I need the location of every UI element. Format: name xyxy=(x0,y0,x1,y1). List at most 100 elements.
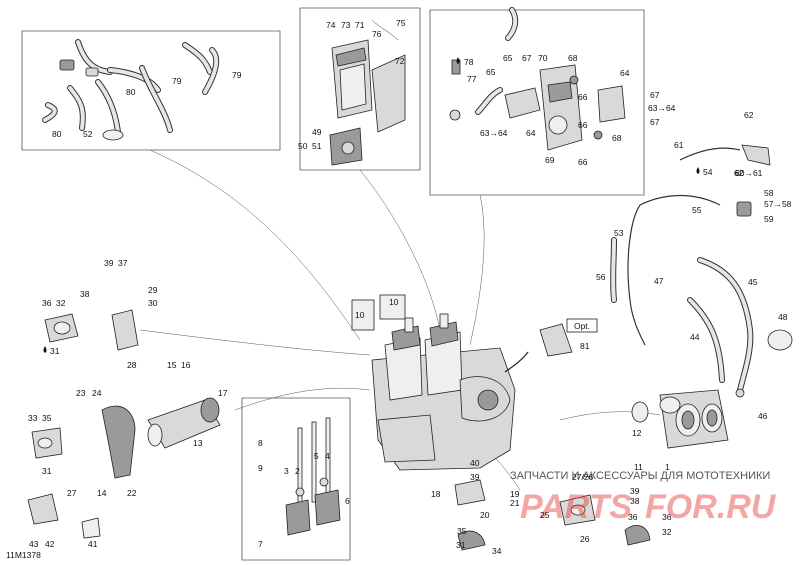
drop-label-54: 54 xyxy=(703,167,713,177)
callout-19: 19 xyxy=(510,489,520,499)
callout-55: 55 xyxy=(692,205,702,215)
callout-39: 39 xyxy=(104,258,114,268)
callout-48: 48 xyxy=(778,312,788,322)
callout-62: 62 xyxy=(744,110,754,120)
throttle-sensor-assembly xyxy=(449,7,626,151)
fuel-hoses xyxy=(42,39,220,141)
callout-22: 22 xyxy=(127,488,137,498)
connector-line xyxy=(359,169,441,331)
rear-engine-mounts xyxy=(454,323,651,551)
callout-45: 45 xyxy=(748,277,758,287)
callout-27: 27 xyxy=(67,488,77,498)
callout-6: 6 xyxy=(345,496,350,506)
callout-37: 37 xyxy=(118,258,128,268)
bolt-10 xyxy=(379,294,406,320)
callout-4: 4 xyxy=(325,451,330,461)
callout-15: 15 xyxy=(167,360,177,370)
callout-9: 9 xyxy=(258,463,263,473)
oil-hoses xyxy=(610,237,793,393)
ecm-module xyxy=(329,19,406,166)
callout-25: 25 xyxy=(540,510,550,520)
callout-1: 1 xyxy=(665,462,670,472)
drop-label-31: 31 xyxy=(50,346,60,356)
throttle-body xyxy=(631,388,745,449)
callout-40: 40 xyxy=(470,458,480,468)
opt-label: Opt. xyxy=(574,321,590,331)
callout-73: 73 xyxy=(341,20,351,30)
callout-61: 61 xyxy=(674,140,684,150)
callout-35-b: 35 xyxy=(457,526,467,536)
starter-motor xyxy=(147,397,221,449)
callout-46: 46 xyxy=(758,411,768,421)
ignition-coils xyxy=(285,417,341,536)
connector-line xyxy=(559,411,661,421)
callout-31: 31 xyxy=(42,466,52,476)
callout-71: 71 xyxy=(355,20,365,30)
callout-38: 38 xyxy=(80,289,90,299)
throttle-cable xyxy=(627,144,771,346)
callout-79-b: 79 xyxy=(172,76,182,86)
watermark: ЗАПЧАСТИ И АКСЕССУАРЫ ДЛЯ МОТОТЕХНИКИ PA… xyxy=(510,470,777,526)
callout-18: 18 xyxy=(431,489,441,499)
connector-line xyxy=(234,387,371,411)
opt-box: Opt. xyxy=(566,318,598,333)
callout-10: 10 xyxy=(389,297,399,307)
callout-67-b: 67 xyxy=(650,90,660,100)
callout-8: 8 xyxy=(258,438,263,448)
callout-24: 24 xyxy=(92,388,102,398)
callout-12: 12 xyxy=(632,428,642,438)
callout-23: 23 xyxy=(76,388,86,398)
inset-frame-coils xyxy=(241,397,351,561)
compound-label-63-64: 63→64 xyxy=(480,128,508,138)
callout-58: 58 xyxy=(764,188,774,198)
callout-67: 67 xyxy=(522,53,532,63)
callout-38-b: 38 xyxy=(630,496,640,506)
callout-39-c: 39 xyxy=(470,472,480,482)
callout-36-b: 36 xyxy=(628,512,638,522)
callout-32: 32 xyxy=(56,298,66,308)
callout-16: 16 xyxy=(181,360,191,370)
drop-icon xyxy=(43,346,47,353)
callout-70: 70 xyxy=(538,53,548,63)
compound-label-57-58: 57→58 xyxy=(764,199,792,209)
callout-79: 79 xyxy=(232,70,242,80)
callout-68: 68 xyxy=(568,53,578,63)
callout-76: 76 xyxy=(372,29,382,39)
engine-block xyxy=(371,313,529,471)
callout-52: 52 xyxy=(83,129,93,139)
callout-74: 74 xyxy=(326,20,336,30)
callout-80-b: 80 xyxy=(52,129,62,139)
callout-17: 17 xyxy=(218,388,228,398)
callout-3: 3 xyxy=(284,466,289,476)
compound-label-63-64-b: 63→64 xyxy=(648,103,676,113)
callout-50: 50 xyxy=(298,141,308,151)
callout-39-b: 39 xyxy=(630,486,640,496)
callout-36: 36 xyxy=(42,298,52,308)
callout-28: 28 xyxy=(127,360,137,370)
callout-11: 11 xyxy=(634,462,643,472)
connector-line xyxy=(139,329,371,356)
callout-59: 59 xyxy=(764,214,774,224)
callout-53: 53 xyxy=(614,228,624,238)
callout-42: 42 xyxy=(45,539,55,549)
callout-67-c: 67 xyxy=(650,117,660,127)
callout-32-b: 32 xyxy=(662,527,672,537)
callout-13: 13 xyxy=(193,438,203,448)
callout-47: 47 xyxy=(654,276,664,286)
callout-62-b: 62 xyxy=(734,168,744,178)
callout-81: 81 xyxy=(580,341,590,351)
callout-26: 26 xyxy=(580,534,590,544)
callout-64-b: 64 xyxy=(526,128,536,138)
callout-14: 14 xyxy=(97,488,107,498)
callout-7: 7 xyxy=(258,539,263,549)
callout-35: 35 xyxy=(42,413,52,423)
callout-41: 41 xyxy=(88,539,98,549)
connector-line xyxy=(469,194,485,346)
callout-66-b: 66 xyxy=(578,120,588,130)
callout-36-c: 36 xyxy=(662,512,672,522)
watermark-tagline: ЗАПЧАСТИ И АКСЕССУАРЫ ДЛЯ МОТОТЕХНИКИ xyxy=(510,470,770,482)
callout-20: 20 xyxy=(480,510,490,520)
callout-66-c: 66 xyxy=(578,157,588,167)
callout-2: 2 xyxy=(295,466,300,476)
